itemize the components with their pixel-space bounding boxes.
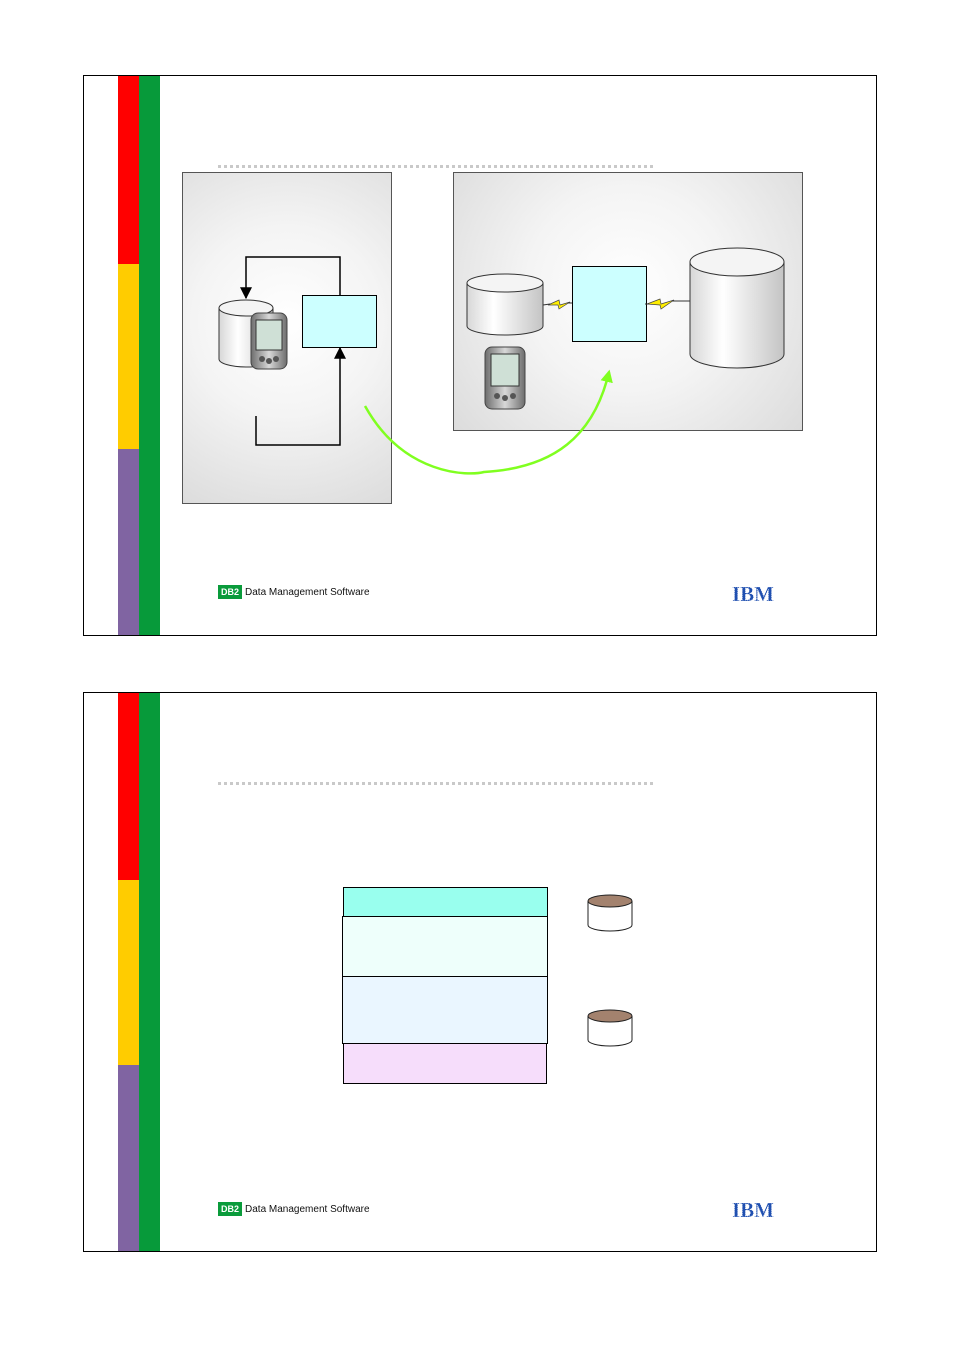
loop-arrow-bottom xyxy=(255,346,346,446)
svg-text:IBM: IBM xyxy=(732,582,774,604)
database-icon xyxy=(689,247,785,369)
side-bar-red xyxy=(118,693,139,880)
db2-badge: DB2 xyxy=(218,585,243,599)
slide-2-diagram xyxy=(587,894,633,1047)
process-box-left xyxy=(302,295,377,348)
footer: DB2 Data Management Software xyxy=(218,1202,370,1216)
footer: DB2 Data Management Software xyxy=(218,585,370,599)
ibm-logo: IBM xyxy=(732,582,775,604)
database-icon xyxy=(587,1009,633,1047)
side-bar-green xyxy=(139,76,160,635)
lightning-icon xyxy=(547,299,571,310)
stack-layer-3 xyxy=(342,976,548,1044)
side-bar-purple xyxy=(118,1065,139,1251)
separator-line xyxy=(218,165,653,168)
process-box-right xyxy=(572,266,647,342)
db2-badge: DB2 xyxy=(218,1202,243,1216)
side-bar-purple xyxy=(118,449,139,635)
stack-layer-bottom xyxy=(343,1043,547,1084)
side-bar-yellow xyxy=(118,880,139,1065)
pda-icon xyxy=(250,312,288,370)
stack-layer-2 xyxy=(342,916,548,978)
footer-text: Data Management Software xyxy=(245,586,370,598)
loop-arrow-top xyxy=(240,256,341,300)
footer-text: Data Management Software xyxy=(245,1203,370,1215)
side-bar-green xyxy=(139,693,160,1251)
side-bar-yellow xyxy=(118,264,139,449)
stack-layer-top xyxy=(343,887,548,918)
ibm-logo: IBM xyxy=(732,1198,775,1220)
database-icon xyxy=(587,894,633,932)
separator-line xyxy=(218,782,653,785)
pda-icon xyxy=(484,346,526,410)
side-bar-red xyxy=(118,76,139,264)
svg-text:IBM: IBM xyxy=(732,1198,774,1220)
slide-1-diagram xyxy=(218,247,785,475)
database-icon xyxy=(466,273,544,336)
curved-arrow-icon xyxy=(363,369,613,475)
lightning-icon xyxy=(646,298,675,310)
slide-1: DB2 Data Management Software IBM xyxy=(83,75,877,636)
slide-2: DB2 Data Management Software IBM xyxy=(83,692,877,1252)
